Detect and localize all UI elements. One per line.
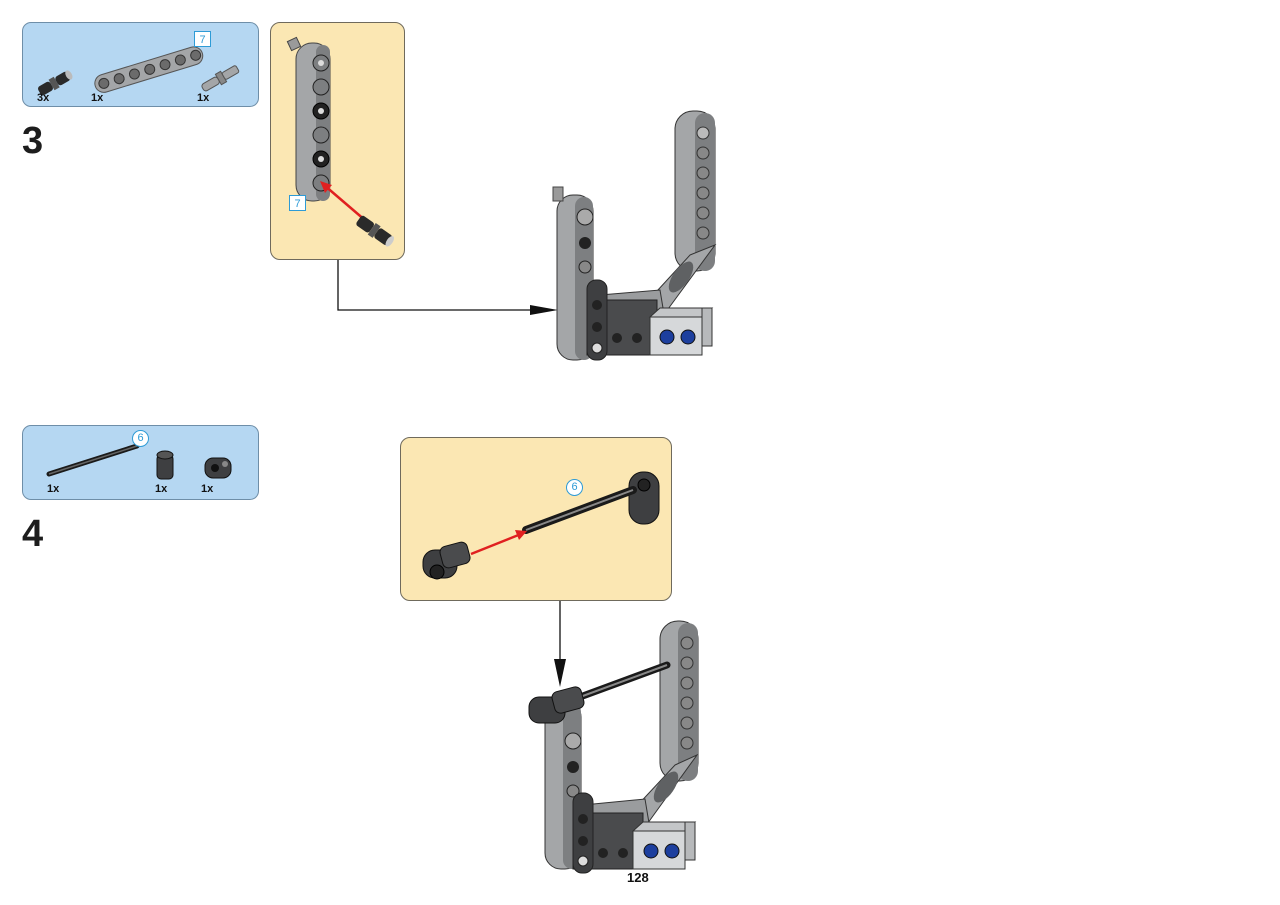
qty-axle-6: 1x (47, 483, 60, 495)
axle-6-icon (46, 443, 140, 477)
step-4-parts-list: 1x 6 1x 1x (22, 425, 259, 500)
axle-6-length-indicator: 6 (132, 430, 149, 447)
step-4-number: 4 (22, 513, 44, 555)
beam-7-length-indicator: 7 (194, 31, 211, 47)
step-4-subassembly-callout: 6 (400, 437, 672, 601)
friction-pin-icon (38, 70, 73, 96)
qty-cross-block: 1x (201, 483, 214, 495)
beam-7-vertical-icon (286, 36, 331, 202)
step-3-assembly-illustration (552, 110, 717, 361)
step-3-connector-arrow-icon (337, 260, 558, 315)
page-number: 128 (627, 870, 649, 885)
step-4-connector-arrow-icon (554, 601, 566, 687)
callout-beam-7-length-indicator: 7 (289, 195, 306, 211)
qty-friction-pin: 3x (37, 92, 50, 104)
qty-axle-connector: 1x (155, 483, 168, 495)
qty-axle-pin: 1x (197, 92, 210, 104)
step-3-subassembly-callout: 7 (270, 22, 405, 260)
step-3-number: 3 (22, 120, 44, 162)
beam-7-icon (94, 46, 204, 93)
cross-block-icon (204, 457, 232, 479)
callout-axle-6-length-indicator: 6 (566, 479, 583, 496)
axle-pin-icon (201, 65, 240, 92)
friction-pin-insert-icon (356, 215, 394, 247)
step-3-parts-list: 3x 1x 7 1x (22, 22, 259, 107)
step-4-assembly-illustration (528, 620, 699, 874)
axle-connector-subassembly-icon (422, 471, 660, 580)
qty-beam-7: 1x (91, 92, 104, 104)
insert-arrow-icon (320, 181, 367, 222)
axle-connector-icon (156, 450, 174, 480)
